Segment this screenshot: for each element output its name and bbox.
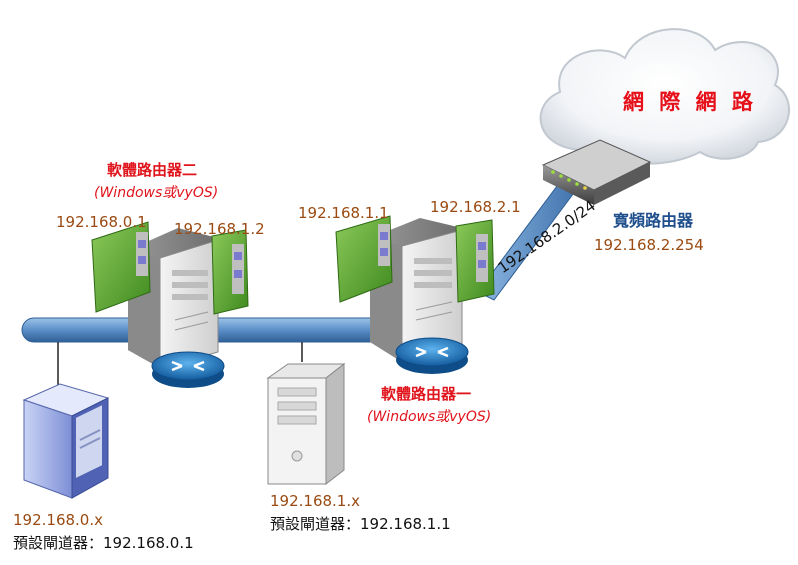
- router2-os: (Windows或vyOS): [94, 185, 219, 201]
- network-card-icon: [211, 229, 249, 315]
- router1-name: 軟體路由器一: [381, 385, 472, 403]
- network-card-icon: [455, 219, 495, 303]
- broadband-router-name: 寬頻路由器: [613, 211, 694, 230]
- pc-left-ip: 192.168.0.x: [13, 511, 103, 529]
- router2-name: 軟體路由器二: [107, 161, 198, 179]
- broadband-router-ip: 192.168.2.254: [594, 236, 704, 254]
- router-disc-icon: [151, 351, 225, 388]
- pc-middle-gateway: 預設閘道器：192.168.1.1: [270, 515, 451, 533]
- desktop-pc-icon: [266, 362, 346, 486]
- pc-middle-ip: 192.168.1.x: [270, 492, 360, 510]
- router2-ip-left: 192.168.0.1: [56, 213, 147, 231]
- cloud-icon: [539, 28, 791, 165]
- router1-ip-right: 192.168.2.1: [430, 198, 521, 216]
- network-card-icon: [91, 221, 151, 313]
- router2-ip-right: 192.168.1.2: [174, 220, 265, 238]
- broadband-router-icon: [541, 139, 652, 205]
- network-card-icon: [335, 215, 393, 303]
- router2-server-icon: [128, 228, 219, 369]
- desktop-pc-icon: [22, 383, 110, 499]
- router-disc-icon: [395, 337, 469, 374]
- router1-os: (Windows或vyOS): [367, 409, 492, 425]
- pc-left-gateway: 預設閘道器：192.168.0.1: [13, 534, 194, 552]
- router1-ip-left: 192.168.1.1: [298, 204, 389, 222]
- internet-label: 網 際 網 路: [623, 90, 757, 114]
